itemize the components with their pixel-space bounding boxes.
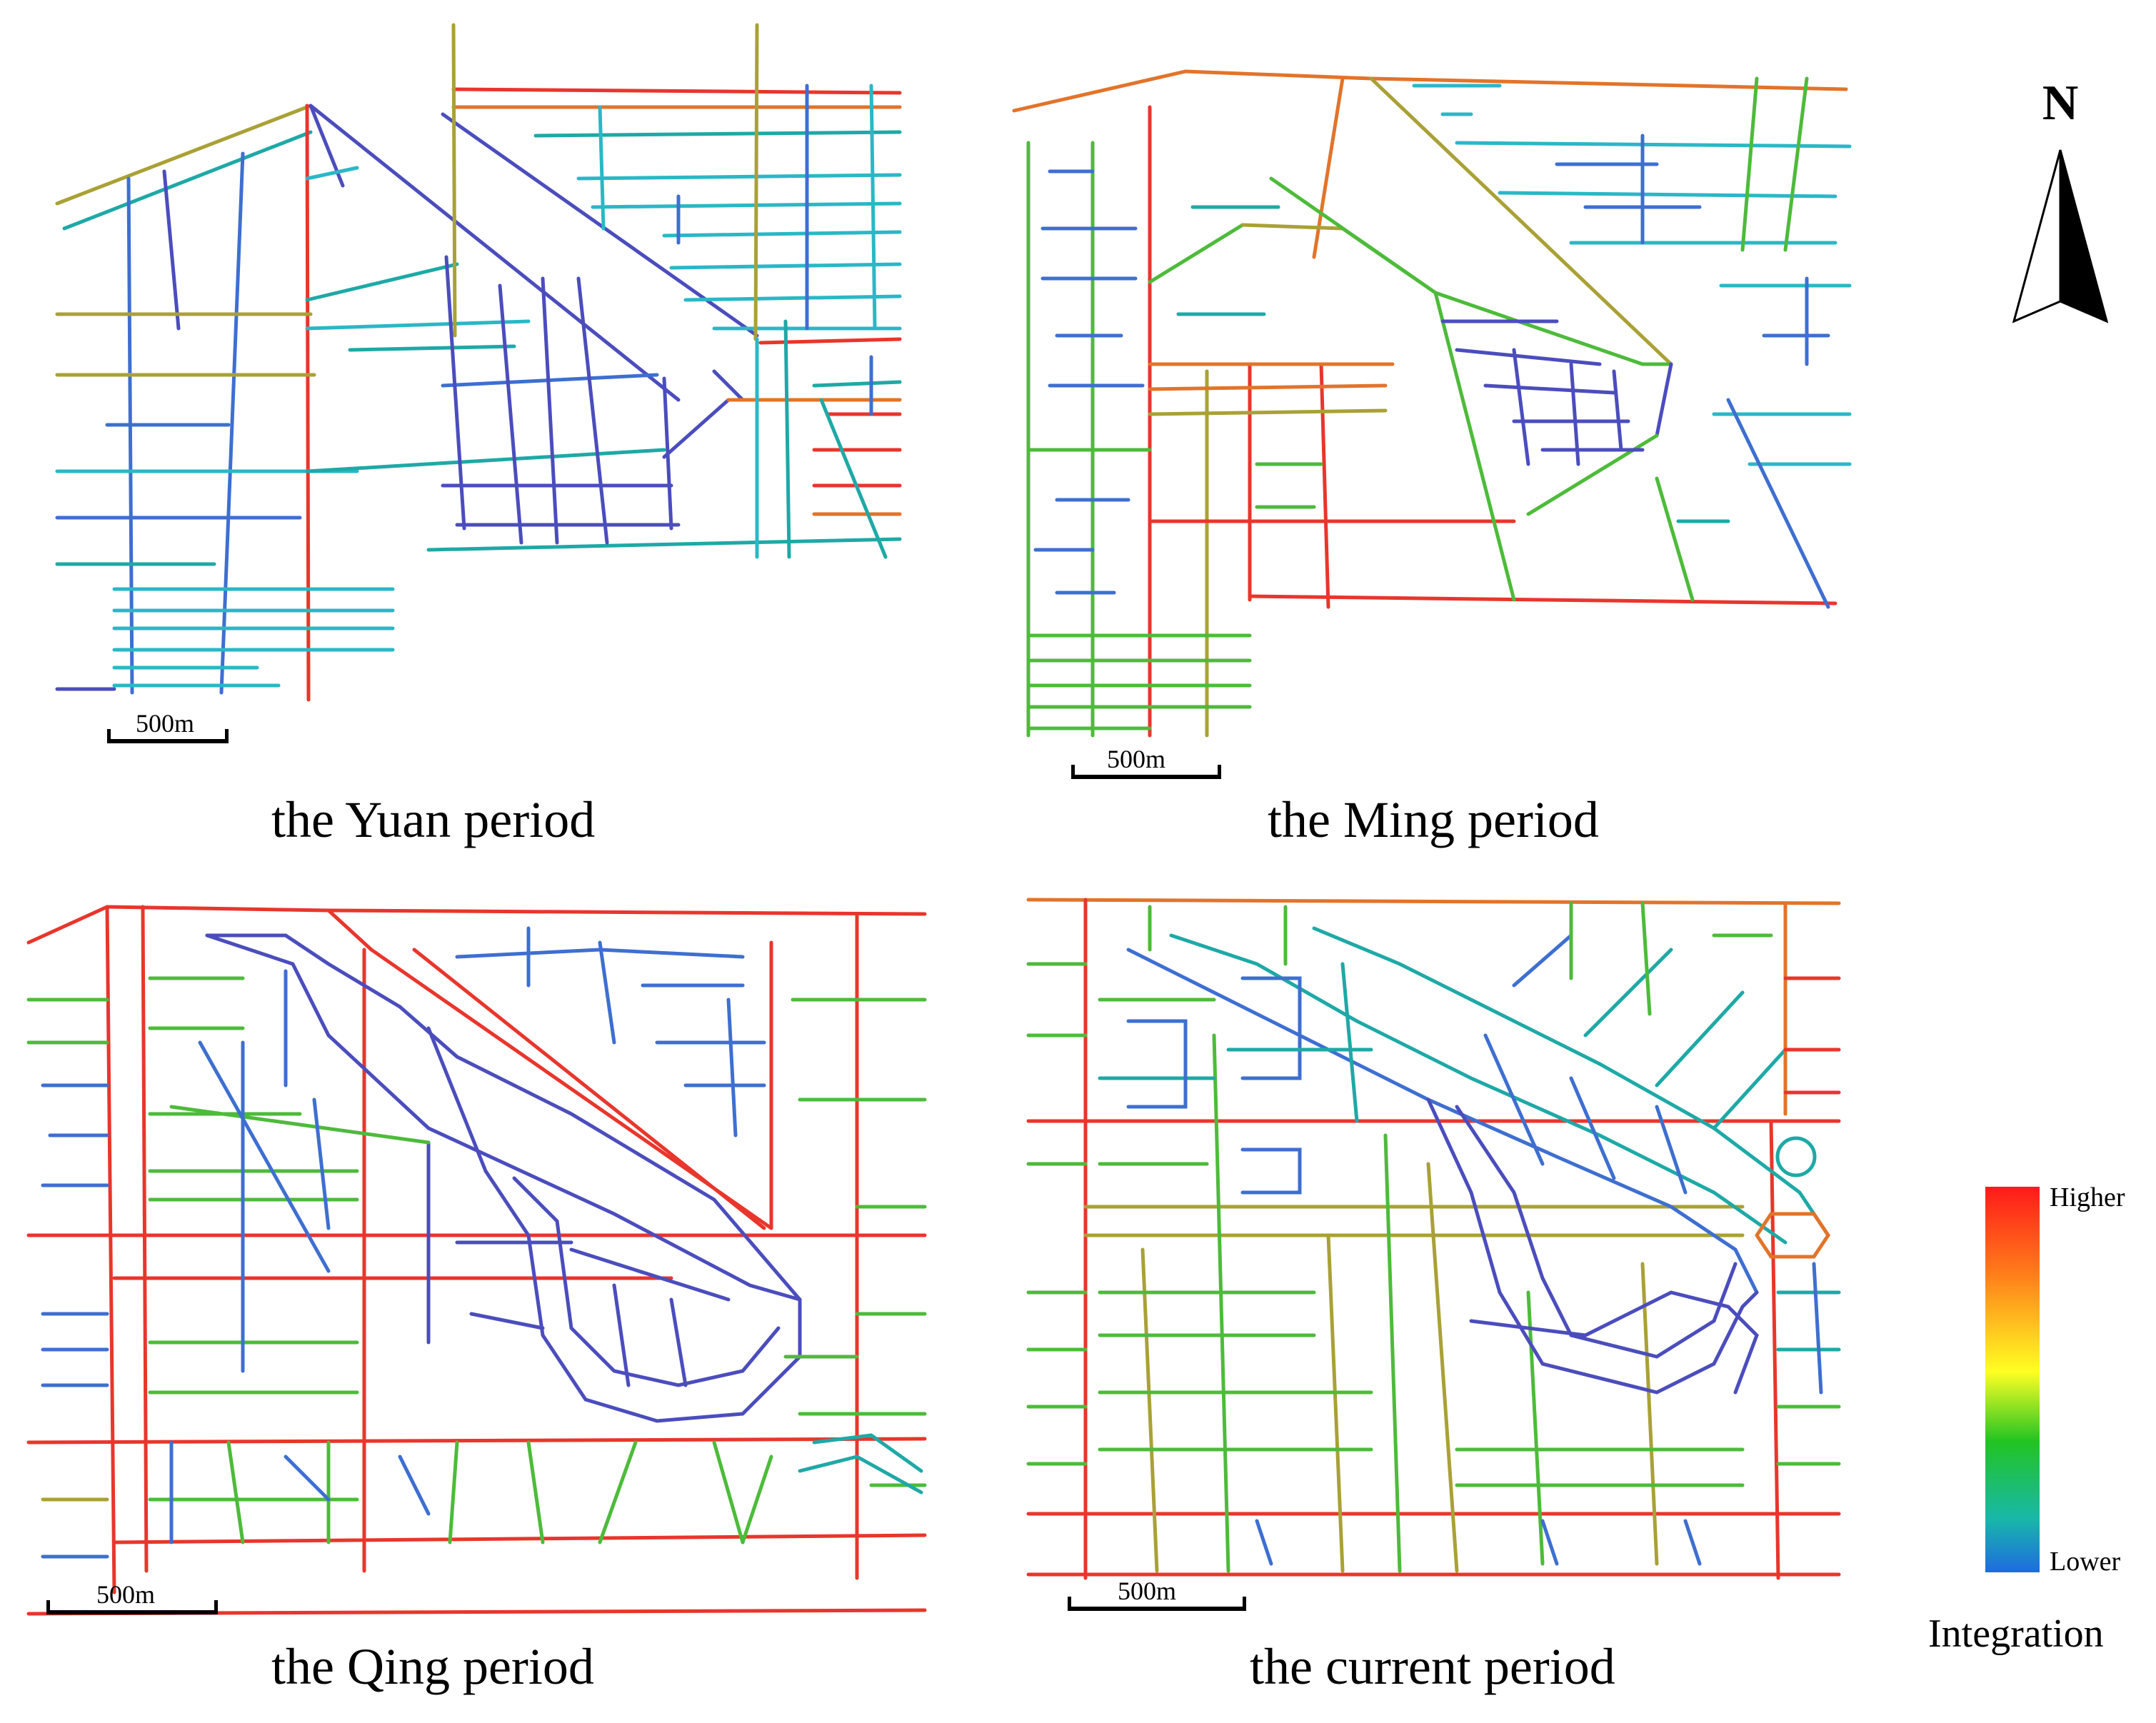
north-arrow-icon [2012,149,2109,323]
scale-bar-tick [225,729,229,743]
scale-bar-line [107,739,229,743]
street-network-current [1026,898,1841,1580]
map-panel-qing: 500m [26,900,928,1616]
scale-bar-tick [1071,765,1075,779]
scale-bar-tick [214,1600,218,1614]
legend-color-ramp [1985,1187,2040,1572]
scale-bar-label: 500m [1107,745,1166,773]
scale-bar-qing: 500m [46,1582,218,1624]
scale-bar-label: 500m [1118,1577,1177,1605]
map-panel-ming: 500m [1012,64,1852,779]
scale-bar-label: 500m [96,1580,156,1609]
caption-current: the current period [1250,1638,1615,1695]
caption-qing: the Qing period [271,1638,594,1695]
map-panel-yuan: 500m [43,14,914,743]
scale-bar-ming: 500m [1071,746,1221,789]
caption-ming: the Ming period [1268,791,1599,848]
scale-bar-tick [46,1600,50,1614]
scale-bar-current: 500m [1068,1578,1246,1621]
scale-bar-yuan: 500m [107,710,229,753]
scale-bar-line [1071,775,1221,779]
street-network-yuan [55,23,902,702]
north-arrow-label: N [2042,76,2079,131]
legend-low-label: Lower [2050,1547,2121,1577]
scale-bar-line [1068,1607,1246,1611]
street-network-ming [1012,69,1852,738]
scale-bar-tick [1068,1597,1071,1611]
legend-high-label: Higher [2050,1182,2125,1212]
scale-bar-line [46,1610,218,1614]
street-network-qing [26,905,927,1616]
scale-bar-label: 500m [136,709,195,738]
legend-title: Integration [1928,1612,2104,1656]
scale-bar-tick [107,729,111,743]
caption-yuan: the Yuan period [271,791,596,848]
scale-bar-tick [1243,1597,1246,1611]
integration-legend: Higher Lower Integration [1928,1171,2150,1685]
north-arrow: N [2007,79,2114,328]
map-panel-current: 500m [1026,893,1842,1611]
scale-bar-tick [1218,765,1221,779]
